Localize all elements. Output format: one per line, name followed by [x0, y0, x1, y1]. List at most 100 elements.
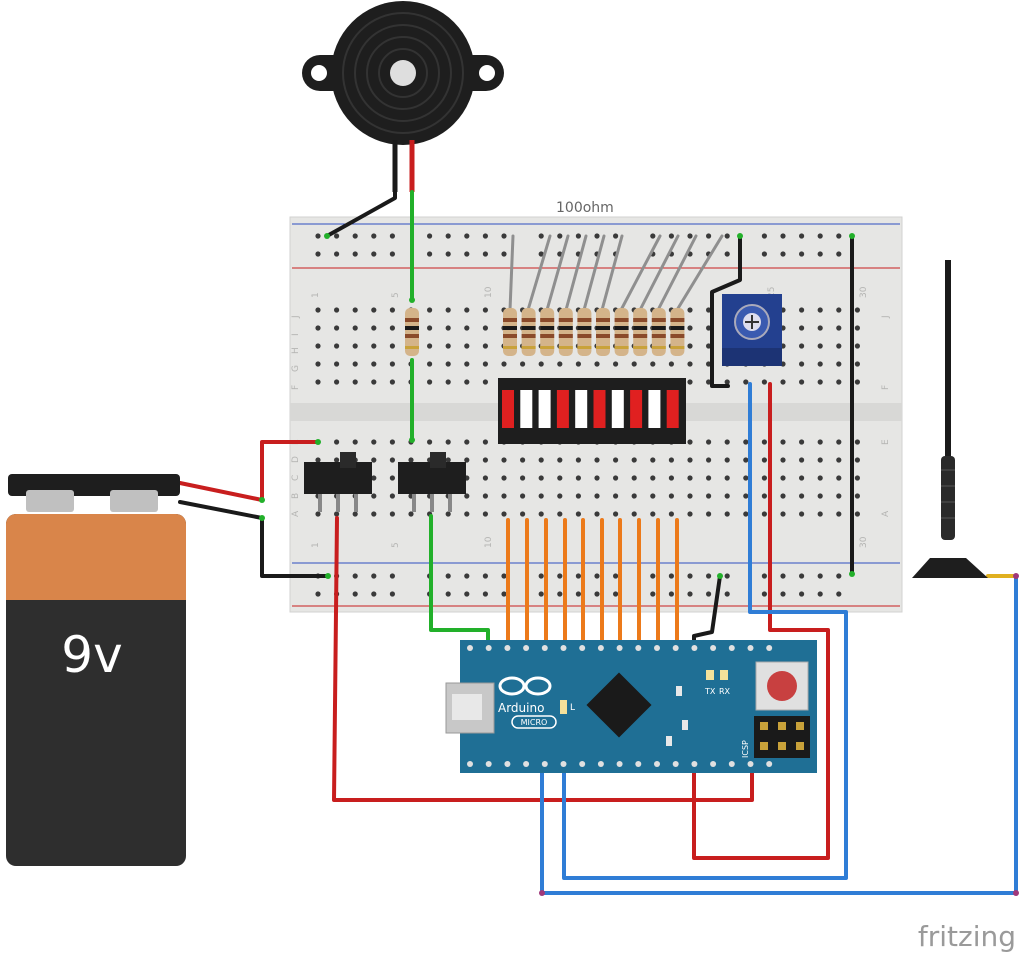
resistor-band — [558, 346, 573, 349]
resistor-band — [596, 326, 610, 330]
row-label-a-right: A — [881, 510, 891, 517]
breadboard-hole — [743, 439, 749, 445]
breadboard-hole — [743, 493, 749, 499]
rail-hole — [780, 251, 786, 257]
header-pin — [523, 761, 530, 767]
rail-hole — [594, 591, 600, 597]
rail-hole — [799, 251, 805, 257]
led-segment — [593, 390, 606, 428]
resistor-band — [670, 326, 685, 330]
breadboard-hole — [687, 307, 693, 313]
row-label-h: H — [291, 347, 301, 354]
breadboard-hole — [668, 361, 675, 367]
breadboard-hole — [594, 511, 600, 517]
led-segment — [611, 390, 624, 428]
breadboard-hole — [724, 511, 730, 517]
rail-hole — [501, 233, 507, 239]
rail-hole — [650, 233, 656, 239]
breadboard-hole — [687, 511, 693, 517]
breadboard-hole — [445, 361, 451, 367]
led-segment — [575, 390, 588, 428]
breadboard-hole — [817, 511, 823, 517]
arduino-micro-board: Arduino MICRO L TX RX ICSP — [445, 640, 817, 773]
header-pin — [597, 645, 604, 651]
breadboard-hole — [743, 457, 749, 463]
rail-hole — [445, 591, 451, 597]
breadboard-hole — [464, 307, 470, 313]
slide-switch-mode[interactable] — [398, 452, 466, 512]
breadboard-hole — [687, 457, 693, 463]
rail-hole — [668, 573, 675, 579]
arduino-rx-label: RX — [719, 687, 731, 696]
row-label-j-right: J — [881, 315, 891, 319]
breadboard-hole — [538, 457, 544, 463]
wire-antenna — [540, 574, 1018, 895]
breadboard-hole — [482, 439, 488, 445]
breadboard-hole — [687, 343, 693, 349]
rail-hole — [836, 251, 842, 257]
breadboard-hole — [817, 307, 823, 313]
wire-switch-to-arduino — [429, 514, 490, 650]
breadboard-hole — [427, 361, 433, 367]
breadboard-hole — [371, 475, 377, 481]
rail-hole — [315, 251, 321, 257]
breadboard-hole — [817, 457, 823, 463]
breadboard-hole — [352, 325, 358, 331]
rail-hole — [352, 573, 358, 579]
breadboard-hole — [389, 439, 395, 445]
breadboard-hole — [538, 493, 544, 499]
breadboard-hole — [482, 343, 488, 349]
breadboard-hole — [445, 379, 451, 385]
rail-hole — [371, 233, 377, 239]
wire-pot-wiper — [562, 382, 848, 880]
breadboard-hole — [464, 493, 470, 499]
battery-voltage-label: 9v — [61, 626, 122, 684]
column-number-1-bottom: 1 — [311, 542, 321, 548]
arduino-tx-label: TX — [704, 687, 716, 696]
wire-pot-ground — [710, 234, 742, 388]
rail-hole — [538, 251, 544, 257]
header-pin — [579, 761, 586, 767]
breadboard-hole — [575, 493, 582, 499]
rail-hole — [761, 233, 768, 239]
header-pin — [747, 645, 754, 651]
breadboard-hole — [594, 475, 600, 481]
column-number-25: 25 — [767, 287, 777, 298]
header-pin — [766, 645, 773, 651]
rail-hole — [836, 233, 842, 239]
rail-hole — [780, 233, 786, 239]
resistor-band — [503, 326, 517, 330]
breadboard-hole — [464, 379, 470, 385]
breadboard-hole — [817, 379, 823, 385]
breadboard-hole — [799, 475, 805, 481]
rail-hole — [315, 233, 321, 239]
header-pin — [635, 761, 642, 767]
trimmer-potentiometer — [722, 294, 782, 366]
breadboard-hole — [650, 361, 656, 367]
rail-hole — [389, 233, 395, 239]
resistor-band — [651, 318, 666, 322]
breadboard-hole — [780, 439, 786, 445]
rail-hole — [315, 591, 321, 597]
breadboard-hole — [724, 475, 730, 481]
wires — [178, 190, 1018, 895]
breadboard-hole — [631, 511, 637, 517]
rail-hole — [557, 233, 563, 239]
resistor-band — [614, 346, 629, 349]
slide-switch-power[interactable] — [304, 452, 372, 512]
breadboard-hole — [482, 457, 488, 463]
resistor-band — [521, 346, 536, 349]
rail-hole — [464, 591, 470, 597]
breadboard-hole — [427, 307, 433, 313]
rail-hole — [538, 573, 544, 579]
resistor-band — [651, 326, 666, 330]
rail-hole — [352, 251, 358, 257]
breadboard-hole — [389, 325, 395, 331]
breadboard-hole — [538, 511, 544, 517]
reset-button[interactable] — [767, 671, 797, 701]
breadboard-hole — [836, 475, 842, 481]
rail-hole — [352, 591, 358, 597]
breadboard-hole — [836, 457, 842, 463]
column-number-5-bottom: 5 — [391, 542, 401, 548]
breadboard-hole — [854, 457, 861, 463]
